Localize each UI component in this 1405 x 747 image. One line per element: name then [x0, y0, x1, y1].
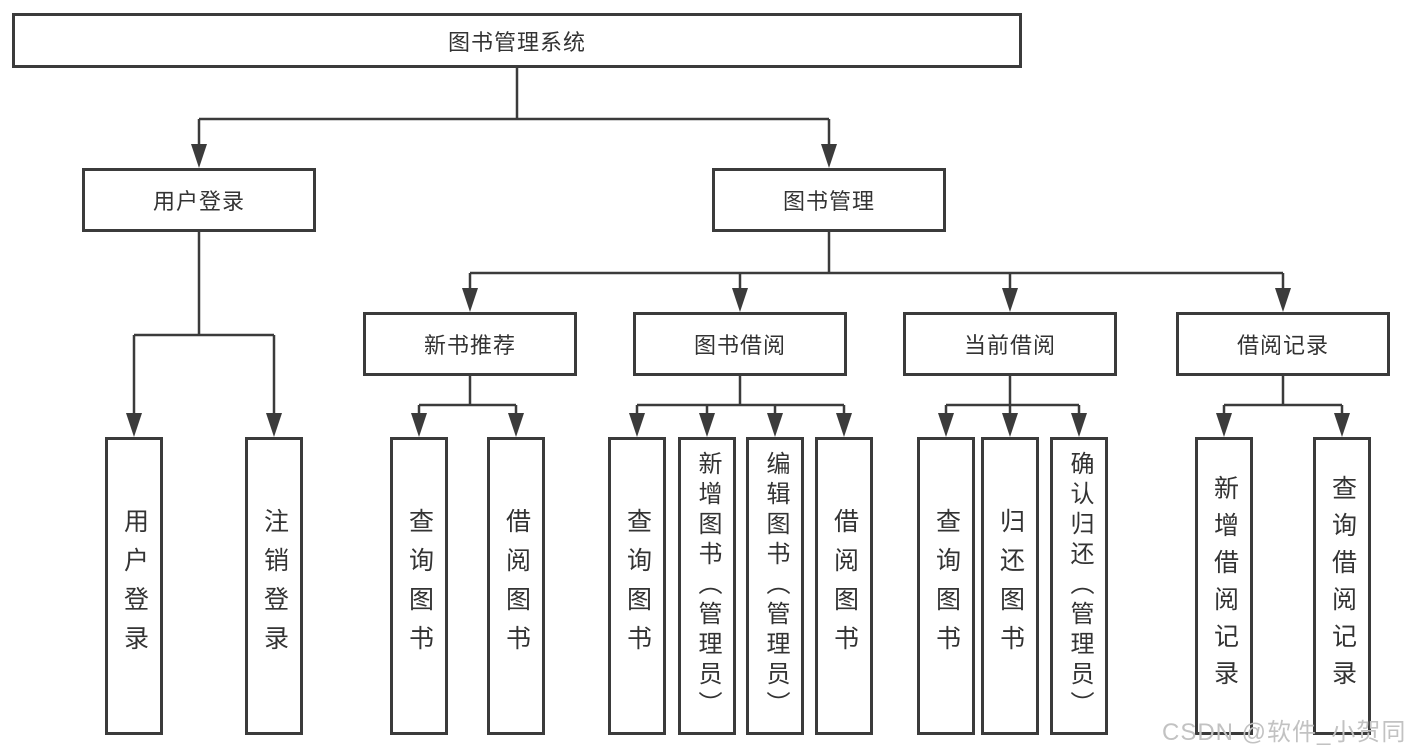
leaf-add-books-admin-label: 新增图书（管理员） — [694, 451, 721, 721]
leaf-query-books-recommend-label: 查询图书 — [405, 508, 434, 664]
leaf-return-books: 归还图书 — [981, 437, 1039, 735]
node-current-borrowing-label: 当前借阅 — [963, 333, 1056, 358]
leaf-borrow-books: 借阅图书 — [815, 437, 873, 735]
leaf-confirm-return-admin: 确认归还（管理员） — [1050, 437, 1108, 735]
node-user-login: 用户登录 — [82, 168, 316, 232]
connector-root-to-level2 — [197, 68, 831, 146]
leaf-query-borrow-record: 查询借阅记录 — [1313, 437, 1371, 735]
leaf-query-books-borrow-label: 查询图书 — [623, 508, 652, 664]
node-library-system-label: 图书管理系统 — [447, 29, 586, 55]
leaf-add-borrow-record-label: 新增借阅记录 — [1210, 475, 1239, 697]
node-book-management-label: 图书管理 — [782, 189, 875, 214]
node-book-borrowing: 图书借阅 — [633, 312, 847, 376]
leaf-user-login-label: 用户登录 — [120, 508, 149, 664]
leaf-edit-books-admin-label: 编辑图书（管理员） — [762, 451, 789, 721]
leaf-add-borrow-record: 新增借阅记录 — [1195, 437, 1253, 735]
leaf-return-books-label: 归还图书 — [996, 508, 1025, 664]
arrowheads — [126, 144, 1350, 437]
connector-current-to-leaves — [944, 376, 1081, 415]
leaf-query-books-current: 查询图书 — [917, 437, 975, 735]
node-borrowing-records-label: 借阅记录 — [1236, 333, 1329, 358]
leaf-logout-login-label: 注销登录 — [260, 508, 289, 664]
leaf-confirm-return-admin-label: 确认归还（管理员） — [1066, 451, 1093, 721]
leaf-query-borrow-record-label: 查询借阅记录 — [1328, 475, 1357, 697]
leaf-logout-login: 注销登录 — [245, 437, 303, 735]
csdn-watermark: CSDN @软件_小贺同学 — [1162, 719, 1405, 746]
leaf-edit-books-admin: 编辑图书（管理员） — [746, 437, 804, 735]
connector-bookmgmt-to-level3 — [468, 232, 1285, 290]
leaf-query-books-borrow: 查询图书 — [608, 437, 666, 735]
node-user-login-label: 用户登录 — [152, 189, 245, 214]
leaf-borrow-books-recommend-label: 借阅图书 — [502, 508, 531, 664]
leaf-add-books-admin: 新增图书（管理员） — [678, 437, 736, 735]
connector-borrow-to-leaves — [635, 376, 846, 415]
connector-records-to-leaves — [1222, 376, 1344, 415]
connector-userlogin-to-leaves — [132, 232, 276, 415]
node-borrowing-records: 借阅记录 — [1176, 312, 1390, 376]
node-book-management: 图书管理 — [712, 168, 946, 232]
leaf-user-login: 用户登录 — [105, 437, 163, 735]
leaf-borrow-books-recommend: 借阅图书 — [487, 437, 545, 735]
leaf-borrow-books-label: 借阅图书 — [830, 508, 859, 664]
node-current-borrowing: 当前借阅 — [903, 312, 1117, 376]
leaf-query-books-recommend: 查询图书 — [390, 437, 448, 735]
node-new-book-recommendation: 新书推荐 — [363, 312, 577, 376]
connector-recommend-to-leaves — [417, 376, 518, 415]
node-book-borrowing-label: 图书借阅 — [693, 333, 786, 358]
node-new-book-recommendation-label: 新书推荐 — [423, 333, 516, 358]
leaf-query-books-current-label: 查询图书 — [932, 508, 961, 664]
node-library-system: 图书管理系统 — [12, 13, 1022, 68]
